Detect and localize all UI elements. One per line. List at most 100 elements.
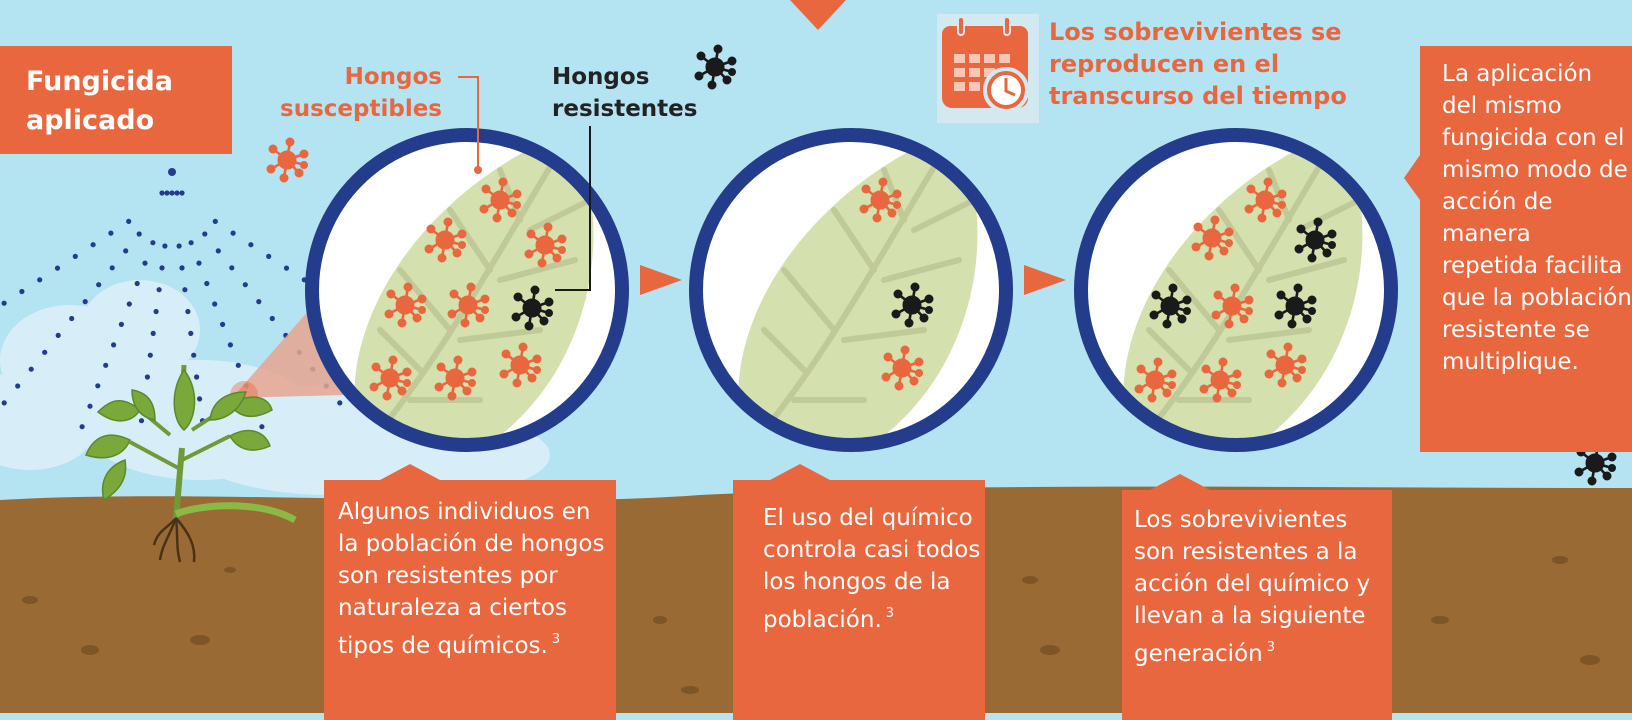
soil-stones <box>22 556 1600 694</box>
spray-dot <box>108 230 114 236</box>
spray-dot <box>269 315 275 322</box>
stage-1-footnote: 3 <box>551 632 561 647</box>
spray-dot <box>235 362 241 368</box>
spray-dot <box>248 242 254 248</box>
spray-dot <box>162 243 168 249</box>
spray-dot <box>191 352 197 358</box>
spray-dot <box>242 282 248 288</box>
spray-dot <box>87 403 93 409</box>
spray-dot <box>42 349 48 355</box>
spray-dot <box>109 265 115 271</box>
sprayed-plant-illustration <box>85 364 297 563</box>
spray-dot <box>111 342 117 348</box>
spray-dot <box>1 300 7 306</box>
spray-dot <box>164 190 170 196</box>
spray-dot <box>204 280 210 287</box>
box-pointer <box>1150 474 1210 490</box>
spray-dot <box>227 342 233 348</box>
spray-dot <box>138 418 145 424</box>
stage-2-footnote: 3 <box>885 606 895 621</box>
spray-dot <box>28 366 34 372</box>
spray-dot <box>230 230 236 236</box>
susceptible-legend-fungus-icon <box>265 136 310 184</box>
spray-dot <box>136 231 142 237</box>
spray-dot <box>196 260 202 266</box>
spray-dot <box>229 265 235 271</box>
spray-dot <box>159 265 165 271</box>
stage-3-text: Los sobrevivientes son resistentes a la … <box>1134 507 1371 667</box>
spray-dot <box>153 308 159 315</box>
label-susceptible-fungi: Hongos susceptibles <box>280 64 442 122</box>
label-survivors-reproduce: Los sobrevivientes se reproducen en el t… <box>1049 18 1347 110</box>
spray-dot <box>126 218 132 224</box>
spray-dot <box>95 383 101 389</box>
stage-2-caption: El uso del químico controla casi todos l… <box>733 480 985 720</box>
spray-dot <box>256 299 262 305</box>
spray-dot <box>103 362 109 368</box>
spray-dot <box>144 374 150 380</box>
title-box: Fungicida aplicado <box>0 46 232 154</box>
spray-dot <box>337 400 343 406</box>
spray-dot <box>188 240 194 246</box>
spray-dot <box>185 308 191 315</box>
spray-dot <box>159 190 165 196</box>
side-note: La aplicación del mismo fungicida con el… <box>1420 46 1632 452</box>
spray-dot <box>179 190 185 196</box>
spray-dot <box>142 260 148 266</box>
spray-dot <box>174 190 180 196</box>
spray-dot <box>283 265 290 271</box>
spray-dot <box>202 231 208 237</box>
label-resistant-fungi: Hongos resistentes <box>552 64 698 122</box>
spray-dot <box>212 218 218 224</box>
arrow-right-icon <box>640 265 682 295</box>
spray-dot <box>90 242 96 248</box>
stage-3-footnote: 3 <box>1266 640 1275 655</box>
stage-3-caption: Los sobrevivientes son resistentes a la … <box>1122 490 1392 720</box>
spray-dot <box>19 288 25 295</box>
spray-dot <box>96 282 102 288</box>
spray-dot <box>169 190 175 196</box>
spray-dot <box>1 400 7 406</box>
stage-2-circle <box>689 128 1013 452</box>
box-pointer <box>770 464 830 480</box>
spray-dot <box>220 321 226 327</box>
top-notch <box>790 0 846 30</box>
spray-dot <box>126 301 132 307</box>
spray-dot <box>168 168 176 176</box>
spray-dot <box>188 330 194 336</box>
spray-dot <box>15 383 21 389</box>
stage-2-text: El uso del químico controla casi todos l… <box>763 505 981 633</box>
spray-dot <box>118 321 124 327</box>
calendar-clock-icon <box>937 14 1039 123</box>
spray-dot <box>266 253 272 259</box>
spray-dot <box>194 374 200 380</box>
spray-dot <box>55 332 61 338</box>
spray-dot <box>123 248 129 254</box>
spray-dot <box>150 240 156 246</box>
spray-dot <box>176 243 182 249</box>
spray-dot <box>212 301 218 307</box>
spray-dot <box>72 253 78 259</box>
page-title: Fungicida aplicado <box>26 66 173 136</box>
spray-dot <box>215 248 221 254</box>
arrow-right-icon <box>1024 265 1066 295</box>
stage-1-text: Algunos individuos en la población de ho… <box>338 499 605 659</box>
box-pointer <box>380 464 440 480</box>
spray-dot <box>179 265 185 271</box>
spray-dot <box>156 287 162 293</box>
susceptible-leader-line <box>458 76 479 168</box>
susceptible-leader-dot <box>474 166 482 174</box>
spray-dot <box>150 330 156 336</box>
spray-dot <box>37 277 43 283</box>
spray-dot <box>82 299 88 305</box>
spray-dot <box>147 352 153 358</box>
side-note-text: La aplicación del mismo fungicida con el… <box>1442 61 1632 375</box>
resistant-leader-line <box>555 126 591 291</box>
spray-dot <box>197 396 203 402</box>
spray-dot <box>69 315 75 322</box>
spray-dot <box>54 265 61 271</box>
spray-dot <box>79 424 85 430</box>
stage-1-caption: Algunos individuos en la población de ho… <box>324 480 616 720</box>
spray-dot <box>182 287 188 293</box>
spray-dot <box>259 424 265 430</box>
